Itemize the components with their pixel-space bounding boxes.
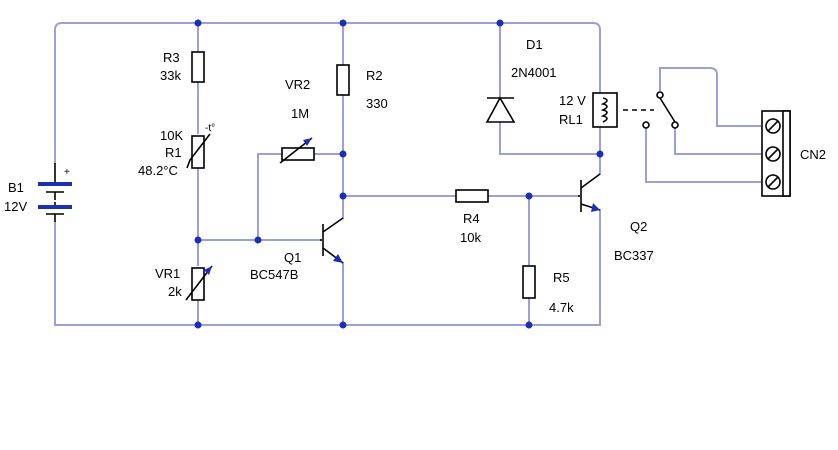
relay-rl1-contacts <box>623 91 679 129</box>
resistor-r3 <box>191 51 205 83</box>
potentiometer-vr1 <box>185 265 213 301</box>
r3-value-label: 33k <box>160 68 181 83</box>
r4-ref-label: R4 <box>463 211 480 226</box>
relay-value-label: 12 V <box>559 93 586 108</box>
vr1-value-label: 2k <box>168 284 182 299</box>
junction-dot <box>339 150 347 158</box>
junction-dot <box>339 19 347 27</box>
transistor-q2 <box>578 173 601 212</box>
d1-ref-label: D1 <box>526 37 543 52</box>
connector-cn2 <box>761 110 791 197</box>
q1-ref-label: Q1 <box>284 250 301 265</box>
vr2-ref-label: VR2 <box>285 77 310 92</box>
thermistor-r1 <box>186 133 211 169</box>
junction-dot <box>496 19 504 27</box>
r2-value-label: 330 <box>366 96 388 111</box>
wire-vr2-left <box>257 153 283 241</box>
cn2-ref-label: CN2 <box>800 147 826 162</box>
junctions <box>194 19 604 329</box>
junction-dot <box>194 236 202 244</box>
junction-dot <box>339 321 347 329</box>
wires <box>54 22 763 326</box>
battery-b1: + <box>38 163 72 222</box>
relay-rl1-coil <box>592 92 618 128</box>
r5-ref-label: R5 <box>553 270 570 285</box>
battery-ref-label: B1 <box>8 180 24 195</box>
battery-value-label: 12V <box>4 199 27 214</box>
junction-dot <box>194 19 202 27</box>
junction-dot <box>596 150 604 158</box>
q2-value-label: BC337 <box>614 248 654 263</box>
thermistor-value-top-label: 10K <box>160 128 183 143</box>
transistor-q1 <box>320 217 344 264</box>
r5-value-label: 4.7k <box>549 300 574 315</box>
vr1-ref-label: VR1 <box>155 266 180 281</box>
r2-ref-label: R2 <box>366 68 383 83</box>
junction-dot <box>194 321 202 329</box>
wire-bottom-rail <box>54 209 601 326</box>
thermistor-value-bottom-label: 48.2°C <box>138 163 178 178</box>
diode-d1 <box>485 96 516 123</box>
d1-value-label: 2N4001 <box>511 65 557 80</box>
resistor-r4 <box>455 189 489 203</box>
potentiometer-vr2 <box>279 137 315 164</box>
battery-plus-sign: + <box>64 167 70 178</box>
junction-dot <box>339 192 347 200</box>
junction-dot <box>254 236 262 244</box>
vr2-value-label: 1M <box>291 106 309 121</box>
wire-top-rail <box>54 22 601 164</box>
q2-ref-label: Q2 <box>630 219 647 234</box>
resistor-r5 <box>522 265 536 299</box>
thermistor-temp-mark: -t° <box>205 123 215 134</box>
resistor-r2 <box>336 64 350 96</box>
relay-ref-label: RL1 <box>559 112 583 127</box>
thermistor-ref-label: R1 <box>165 145 182 160</box>
junction-dot <box>525 321 533 329</box>
r3-ref-label: R3 <box>163 50 180 65</box>
q1-value-label: BC547B <box>250 267 298 282</box>
wire-d1-bottom <box>499 121 601 155</box>
junction-dot <box>525 192 533 200</box>
wire-cn2-pin2 <box>674 127 763 155</box>
wire-cn2-pin3 <box>645 127 763 183</box>
wire-cn2-pin1 <box>659 67 763 127</box>
r4-value-label: 10k <box>460 230 481 245</box>
